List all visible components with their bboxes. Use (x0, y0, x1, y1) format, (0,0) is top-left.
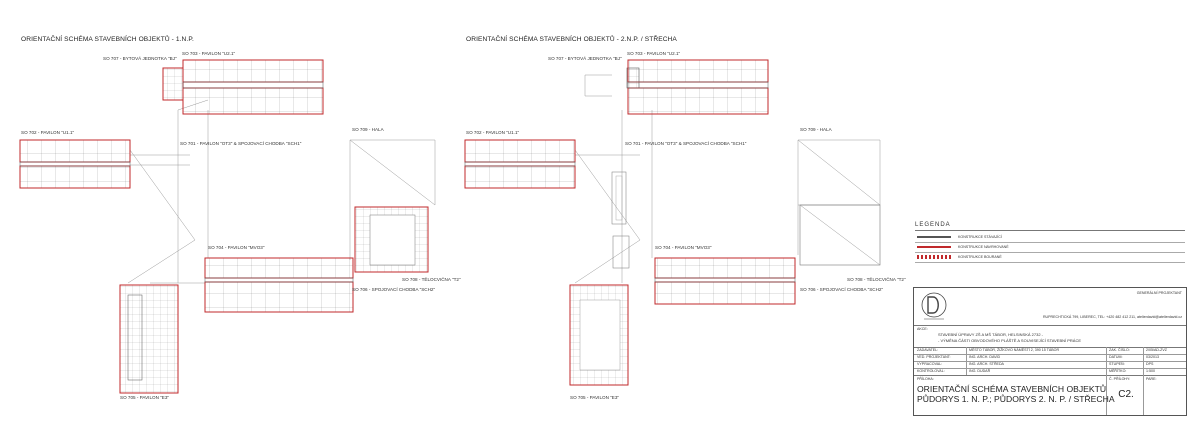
label-so708-2: SO 708 - TĚLOCVIČNA "T2" (847, 277, 906, 282)
legend-title: LEGENDA (915, 222, 951, 228)
c-prilohy-label: Č. PŘÍLOHY: (1109, 377, 1131, 381)
row-value: ING. ARCH. STŘEDA (969, 362, 1004, 366)
label-so706-2: SO 706 - SPOJOVACÍ CHODBA "SCH2" (800, 287, 884, 292)
label-so709-2: SO 709 - HALA (800, 127, 832, 132)
row-key: VED. PROJEKTANT: (917, 355, 951, 359)
row-value-2: 2/05/AD-ZVZ (1146, 348, 1167, 352)
legend-label-existing: KONSTRUKCE STÁVAJÍCÍ (958, 235, 1002, 239)
sheet-number: C2. (1118, 389, 1134, 400)
legend-label-proposed: KONSTRUKCE NAVRHOVANÉ (958, 245, 1009, 249)
label-so702-2: SO 702 - PAVILON "U1.1" (466, 130, 520, 135)
priloha-label: PŘÍLOHA: (917, 377, 934, 381)
row-value-2: DPS (1146, 362, 1154, 366)
label-so709: SO 709 - HALA (352, 127, 384, 132)
row-key-2: MĚŘÍTKO: (1109, 369, 1127, 373)
row-key-2: STUPEŇ: (1109, 362, 1125, 366)
label-so707: SO 707 - BYTOVÁ JEDNOTKA "BJ" (103, 56, 177, 61)
legend-item-demolished: KONSTRUKCE BOURANÉ (915, 253, 1185, 263)
legend-swatch-existing (917, 236, 951, 238)
label-so706: SO 706 - SPOJOVACÍ CHODBA "SCH2" (352, 287, 436, 292)
label-so708: SO 708 - TĚLOCVIČNA "T2" (402, 277, 461, 282)
row-key: ZADAVATEL: (917, 348, 939, 352)
label-so703: SO 703 - PAVILON "U2.1" (182, 51, 236, 56)
info-row-2: VYPRACOVAL: ING. ARCH. STŘEDA STUPEŇ: DP… (914, 361, 1186, 369)
label-so707-2: SO 707 - BYTOVÁ JEDNOTKA "BJ" (548, 56, 622, 61)
label-so701-2: SO 701 - PAVILON "OT3" & SPOJOVACÍ CHODB… (625, 141, 747, 146)
label-so705-2: SO 705 - PAVILON "E3" (570, 395, 620, 400)
legend-label-demolished: KONSTRUKCE BOURANÉ (958, 255, 1002, 259)
label-so703-2: SO 703 - PAVILON "U2.1" (627, 51, 681, 56)
main-title-line-1: ORIENTAČNÍ SCHÉMA STAVEBNÍCH OBJEKTŮ (917, 384, 1107, 394)
row-value-2: 1:500 (1146, 369, 1155, 373)
legend-item-existing: KONSTRUKCE STÁVAJÍCÍ (915, 233, 1185, 243)
info-row-0: ZADAVATEL: MĚSTO TÁBOR, ŽIŽKOVO NÁMĚSTÍ … (914, 347, 1186, 355)
legend: LEGENDA KONSTRUKCE STÁVAJÍCÍ KONSTRUKCE … (915, 222, 1185, 264)
label-so702: SO 702 - PAVILON "U1.1" (21, 130, 75, 135)
sheet1-title: ORIENTAČNÍ SCHÉMA STAVEBNÍCH OBJEKTŮ - 1… (21, 36, 194, 43)
row-value: ING. ARCH. DAVID (969, 355, 1001, 359)
label-so704-2: SO 704 - PAVILON "MVO3" (655, 245, 712, 250)
legend-swatch-demolished (917, 255, 951, 259)
akce-line-1: STAVEBNÍ ÚPRAVY ZŠ A MŠ TÁBOR, HELSINSKÁ… (938, 332, 1043, 337)
info-row-1: VED. PROJEKTANT: ING. ARCH. DAVID DATUM:… (914, 354, 1186, 362)
label-so705: SO 705 - PAVILON "E3" (120, 395, 170, 400)
atelier-logo-icon (921, 292, 947, 320)
sheet2-title: ORIENTAČNÍ SCHÉMA STAVEBNÍCH OBJEKTŮ - 2… (466, 36, 677, 43)
label-so701: SO 701 - PAVILON "OT3" & SPOJOVACÍ CHODB… (180, 141, 302, 146)
general-designer-label: GENERÁLNÍ PROJEKTANT (1136, 291, 1182, 295)
label-so704: SO 704 - PAVILON "MVO3" (208, 245, 265, 250)
legend-swatch-proposed (917, 246, 951, 248)
akce-label: AKCE: (917, 327, 928, 331)
akce-line-2: - VÝMĚNA ČÁSTI OBVODOVÉHO PLÁŠTĚ A SOUVI… (938, 338, 1081, 343)
row-key-2: ZAK. ČÍSLO: (1109, 348, 1130, 352)
row-value: MĚSTO TÁBOR, ŽIŽKOVO NÁMĚSTÍ 2, 390 15 T… (969, 348, 1060, 352)
legend-item-proposed: KONSTRUKCE NAVRHOVANÉ (915, 243, 1185, 253)
row-key-2: DATUM: (1109, 355, 1123, 359)
main-title-area: PŘÍLOHA: Č. PŘÍLOHY: PARE: ORIENTAČNÍ SC… (914, 375, 1186, 415)
row-key: VYPRACOVAL: (917, 362, 943, 366)
row-value: ING. DUDAŘ (969, 369, 991, 373)
designer-address: RUPRECHTICKÁ 799, LIBEREC, TEL: +420 482… (1042, 315, 1182, 319)
pare-label: PARE: (1146, 377, 1157, 381)
akce-row: AKCE: STAVEBNÍ ÚPRAVY ZŠ A MŠ TÁBOR, HEL… (914, 325, 1186, 348)
title-block: GENERÁLNÍ PROJEKTANT RUPRECHTICKÁ 799, L… (913, 287, 1187, 416)
main-title-line-2: PŮDORYS 1. N. P.; PŮDORYS 2. N. P. / STŘ… (917, 394, 1115, 404)
row-value-2: 03/2013 (1146, 355, 1159, 359)
info-row-3: KONTROLOVAL: ING. DUDAŘ MĚŘÍTKO: 1:500 (914, 368, 1186, 376)
row-key: KONTROLOVAL: (917, 369, 945, 373)
logo-row: GENERÁLNÍ PROJEKTANT RUPRECHTICKÁ 799, L… (914, 288, 1186, 326)
